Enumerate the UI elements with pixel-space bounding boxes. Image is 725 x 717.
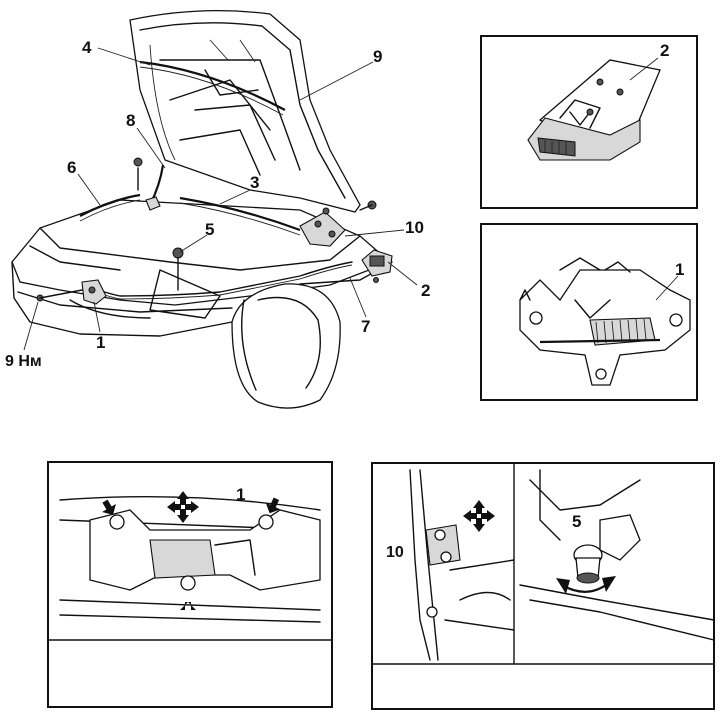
- bumper-stop: [172, 247, 184, 291]
- inset-bumper-callout-5: 5: [572, 512, 581, 531]
- inset-detail-callout-1: 1: [675, 260, 684, 279]
- inset-latch-detail: 1: [480, 223, 698, 401]
- inset-top-callout-2: 2: [660, 41, 669, 60]
- callout-9: 9: [373, 47, 382, 66]
- inset-bumper-adjust: 10 5: [371, 462, 715, 710]
- inset-release-handle: 2: [480, 35, 698, 209]
- callout-8: 8: [126, 111, 135, 130]
- callout-3: 3: [250, 173, 259, 192]
- callout-4: 4: [82, 38, 92, 57]
- callout-5: 5: [205, 220, 214, 239]
- seal-left: [79, 193, 141, 217]
- hood-latch-assembly: [36, 279, 107, 305]
- callout-6: 6: [67, 158, 76, 177]
- inset-latch-adjust: 1: [47, 461, 333, 708]
- main-illustration: 4 9 8 6 3 5 10 2 7 1 9 Нм: [5, 10, 430, 409]
- inset-bumper-callout-10: 10: [386, 544, 404, 561]
- callout-2: 2: [421, 281, 430, 300]
- leader-lines: [23, 47, 418, 351]
- support-rod: [133, 157, 165, 211]
- release-cable: [91, 261, 353, 297]
- car-front-body: [11, 199, 393, 409]
- hood-lid: [129, 10, 361, 213]
- inset-adjust-callout-1: 1: [236, 485, 245, 504]
- hood-hinge: [299, 200, 377, 247]
- callout-7: 7: [361, 317, 370, 336]
- callout-1: 1: [96, 333, 105, 352]
- callout-10: 10: [405, 218, 424, 237]
- seal-rear: [179, 196, 301, 232]
- callout-torque: 9 Нм: [5, 353, 42, 370]
